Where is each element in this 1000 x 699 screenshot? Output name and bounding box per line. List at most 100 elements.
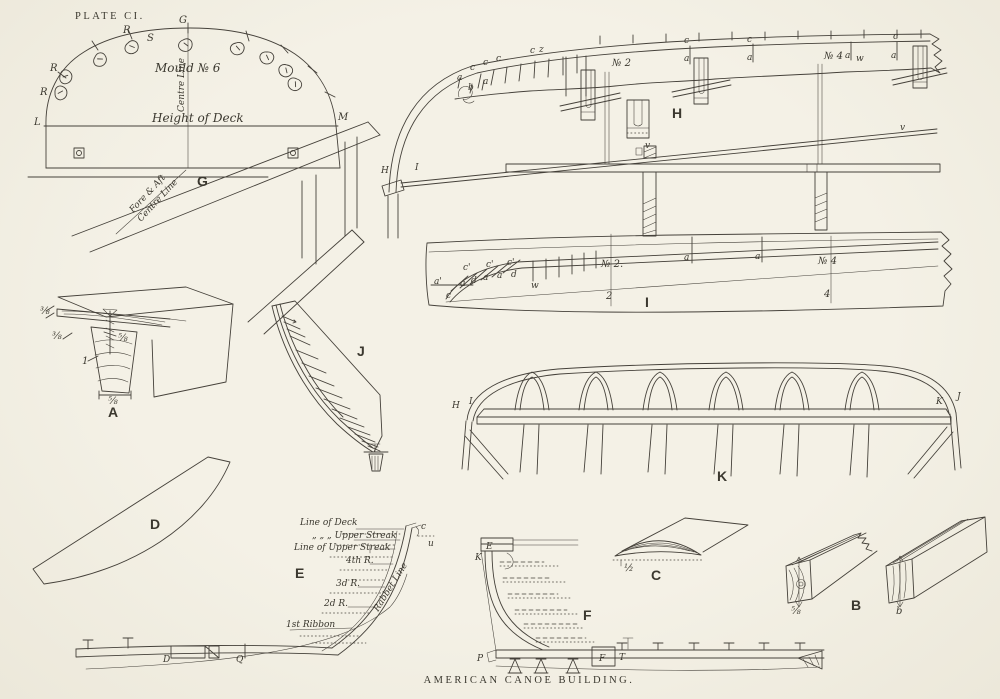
nail-ticks — [281, 315, 381, 452]
figure-label-f: F — [583, 607, 592, 623]
figure-label-e: E — [295, 565, 304, 581]
ribband-height-lines — [289, 528, 435, 644]
point-letter-r1: R — [122, 25, 131, 36]
letter-c2: c — [747, 35, 752, 45]
dim-three-eighths-a: ⅜ — [40, 306, 50, 317]
letter-h: H — [451, 401, 460, 411]
figure-label-h: H — [672, 105, 682, 121]
station-no4-label: № 4 — [823, 51, 843, 62]
letter-c-bow3: c — [496, 54, 501, 64]
figure-k-strongback-setup: H I K J K — [451, 362, 962, 484]
figure-b-strips: ⅝ b B — [785, 516, 988, 617]
keel-lines — [495, 649, 825, 659]
keel-trestles — [507, 658, 581, 674]
block-top-face — [57, 286, 234, 318]
stem-chord-line — [480, 550, 497, 652]
point-letter-g: G — [179, 15, 187, 26]
mould-no-label: Mould № 6 — [154, 61, 221, 75]
dimension-marks — [45, 305, 132, 400]
layout-ticks — [430, 236, 763, 292]
letter-a4: a — [483, 273, 488, 283]
ribbon-clamps — [54, 38, 303, 101]
right-end-stem — [907, 412, 962, 479]
arch-notch-ticks — [57, 22, 336, 98]
strongback-plank — [476, 408, 952, 425]
ribbon-v — [400, 128, 938, 188]
figure-label-d: D — [150, 516, 160, 532]
letter-k: K — [474, 553, 483, 563]
figure-label-g: G — [197, 173, 208, 189]
letter-w: w — [531, 281, 539, 291]
dim-b: b — [896, 606, 902, 617]
end-wedge — [797, 650, 823, 670]
support-post-1 — [635, 145, 657, 237]
strongback-board — [505, 163, 941, 173]
letter-t: T — [619, 653, 626, 663]
letter-c: c — [421, 522, 426, 532]
figure-h-sheer-profile: H № 2 № 4 w a a a a c c c c z a a b c c … — [380, 29, 948, 239]
figure-a-keel-section: ⅜ ⅜ ⅝ 1 ⅝ A — [40, 286, 234, 420]
bottom-clamp — [363, 443, 389, 472]
rib3-label: 3d R. — [336, 579, 360, 589]
deck-top-face — [621, 517, 749, 553]
clamp-curl — [504, 552, 514, 570]
letter-a3: a — [845, 51, 850, 61]
keel-bottom — [75, 648, 339, 658]
stem-foot-box — [591, 646, 616, 667]
stem-curve-outer — [484, 550, 544, 651]
letter-q: Q — [236, 655, 244, 665]
station-num-4: 4 — [823, 289, 830, 300]
p-flag — [486, 649, 497, 663]
left-strip — [785, 532, 878, 608]
letter-j: J — [955, 392, 962, 402]
rabbet-curve — [321, 530, 398, 652]
letter-a2: a — [747, 53, 752, 63]
mould-right-edge — [335, 125, 341, 169]
letter-v2: v — [900, 123, 905, 133]
t-nail — [622, 637, 634, 650]
letter-c3: c — [893, 32, 898, 42]
gunwale-rail-inner — [472, 367, 950, 422]
letter-a1: a — [684, 253, 689, 263]
pattern-outline — [32, 456, 231, 585]
screw — [102, 308, 118, 355]
right-strip — [885, 516, 988, 608]
screw-plates — [73, 147, 299, 159]
figure-label-k: K — [717, 468, 727, 484]
dim-five-eighths: ⅝ — [791, 606, 801, 617]
lower-sheer-curve — [445, 265, 939, 303]
ribbon1-label: 1st Ribbon — [286, 620, 335, 630]
block-side-edges — [151, 303, 234, 398]
torn-right-edge — [929, 33, 943, 74]
letter-c4: c — [530, 46, 535, 56]
station-no4-label: № 4 — [817, 256, 837, 267]
rib4-label: 4th R. — [345, 556, 374, 566]
station-no2-label: № 2 — [611, 58, 631, 69]
letter-c3: c' — [507, 258, 515, 268]
letter-h-end: H — [380, 166, 389, 176]
letter-a5: a — [497, 271, 502, 281]
figure-c-deck-camber: ½ C — [612, 517, 749, 583]
letter-z: z — [538, 45, 544, 55]
letter-u: u — [428, 539, 434, 549]
camber-grain — [619, 542, 698, 554]
stem-curve-inner — [491, 550, 550, 648]
station-no2-label: № 2. — [600, 259, 623, 270]
dim-one: 1 — [82, 356, 88, 367]
figure-label-j: J — [357, 343, 365, 359]
mortise-block-detail — [626, 99, 650, 139]
ribband-dashes — [499, 561, 595, 643]
letter-a-bow1: a — [457, 73, 462, 83]
line-of-upper-streak-label: Line of Upper Streak — [293, 543, 390, 553]
keel-trunk — [90, 326, 138, 394]
figure-i-marked-plank: № 2. № 4 2 4 I a a w a' c a d c' a c' a … — [425, 231, 953, 313]
station-cross-ticks — [599, 29, 922, 45]
stem-pattern-inner — [449, 248, 939, 303]
point-letter-m: M — [337, 112, 349, 123]
point-letter-r2: R — [49, 63, 58, 74]
dim-five-eighths-b: ⅝ — [108, 396, 118, 407]
figure-g-deck-mould: Mould № 6 Centre Line Height of Deck For… — [27, 15, 381, 335]
keel-top — [75, 645, 333, 650]
figure-label-b: B — [851, 597, 861, 613]
letter-a4: a — [891, 51, 896, 61]
